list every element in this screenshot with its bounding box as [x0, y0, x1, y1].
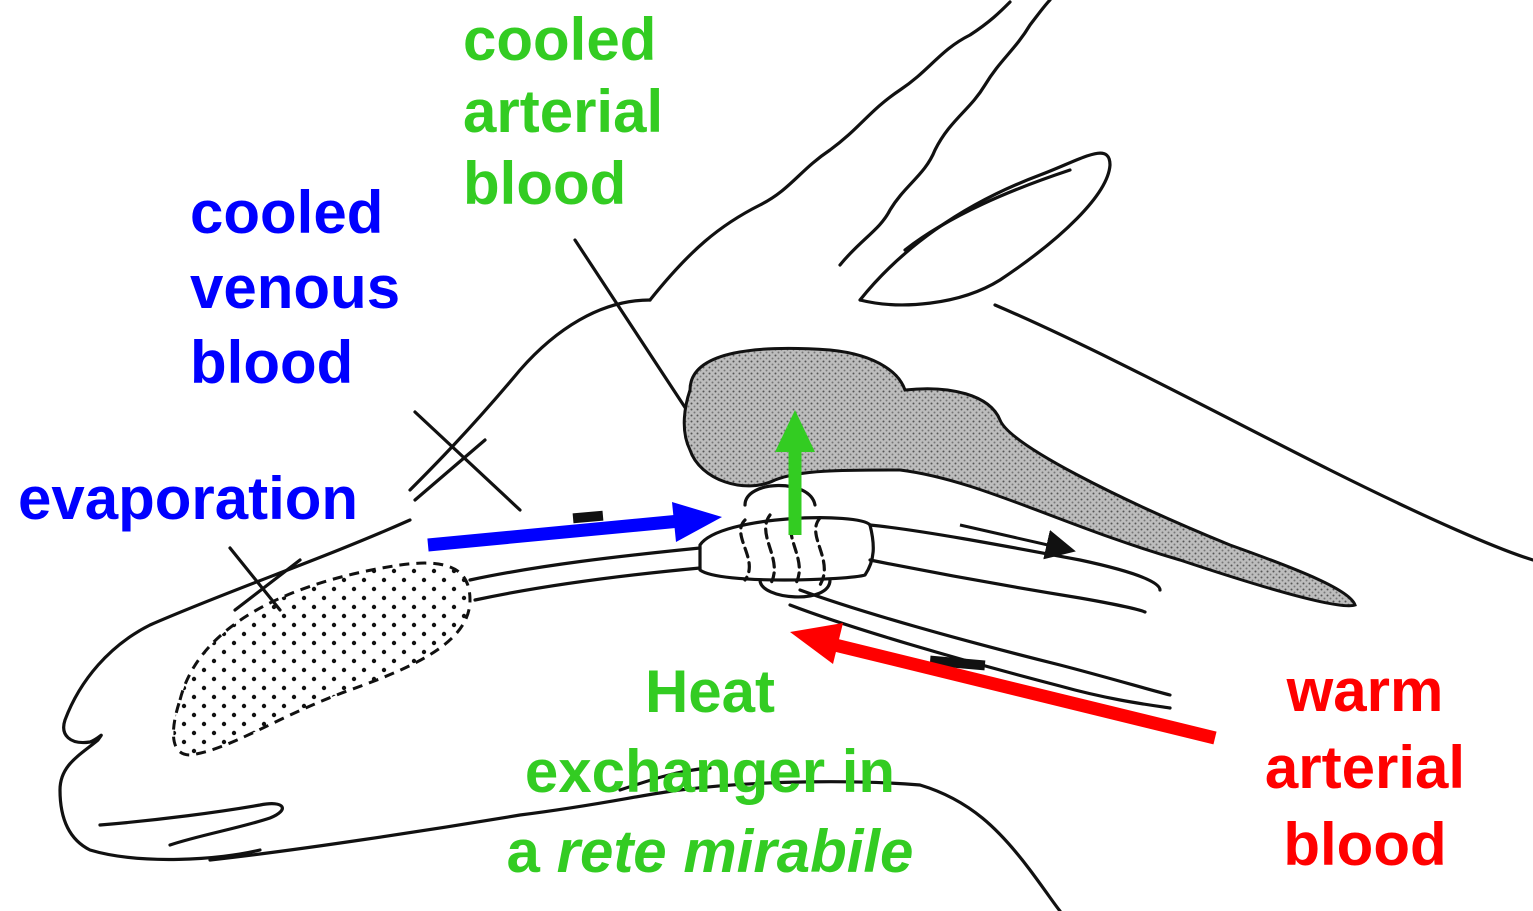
- heat-exchanger-line-3: a rete mirabile: [460, 812, 960, 892]
- vein-upper: [470, 548, 700, 580]
- warm-arterial-line-2: arterial: [1245, 729, 1485, 806]
- mouth-outline: [100, 804, 282, 845]
- rete-mirabile-term: rete mirabile: [557, 818, 914, 885]
- cooled-venous-line-2: venous: [190, 250, 400, 325]
- cooled-arterial-blood-label: cooled arterial blood: [463, 4, 663, 220]
- cooled-venous-line-1: cooled: [190, 175, 400, 250]
- leader-line-arterial: [575, 240, 690, 415]
- evaporation-label: evaporation: [18, 463, 358, 535]
- heat-exchanger-line-2: exchanger in: [460, 732, 960, 812]
- warm-arterial-line-1: warm: [1245, 652, 1485, 729]
- cooled-arterial-line-3: blood: [463, 148, 663, 220]
- artery-middle: [870, 560, 1145, 612]
- ear-outline: [860, 153, 1110, 305]
- internal-flow-mark-1: [573, 511, 604, 524]
- rete-body: [700, 518, 873, 580]
- rete-coils: [741, 515, 825, 585]
- head-top-outline: [410, 300, 650, 490]
- heat-exchanger-line-1: Heat: [460, 652, 960, 732]
- heat-exchanger-label: Heat exchanger in a rete mirabile: [460, 652, 960, 892]
- cooled-arterial-line-2: arterial: [463, 76, 663, 148]
- cooled-venous-blood-label: cooled venous blood: [190, 175, 400, 400]
- warm-arterial-line-3: blood: [1245, 806, 1485, 883]
- brain-shape: [684, 348, 1355, 605]
- venous-flow-arrow: [428, 502, 722, 545]
- ear-inner: [905, 170, 1070, 250]
- cooled-venous-line-3: blood: [190, 325, 400, 400]
- internal-flow-arrow-1: [960, 525, 1070, 550]
- leader-line-venous-a: [415, 412, 520, 510]
- nasal-evaporation-region: [173, 563, 470, 755]
- warm-arterial-blood-label: warm arterial blood: [1245, 652, 1485, 883]
- heat-exchanger-line-3-prefix: a: [507, 818, 557, 885]
- horn-outline: [650, 2, 1010, 300]
- cooled-arterial-line-1: cooled: [463, 4, 663, 76]
